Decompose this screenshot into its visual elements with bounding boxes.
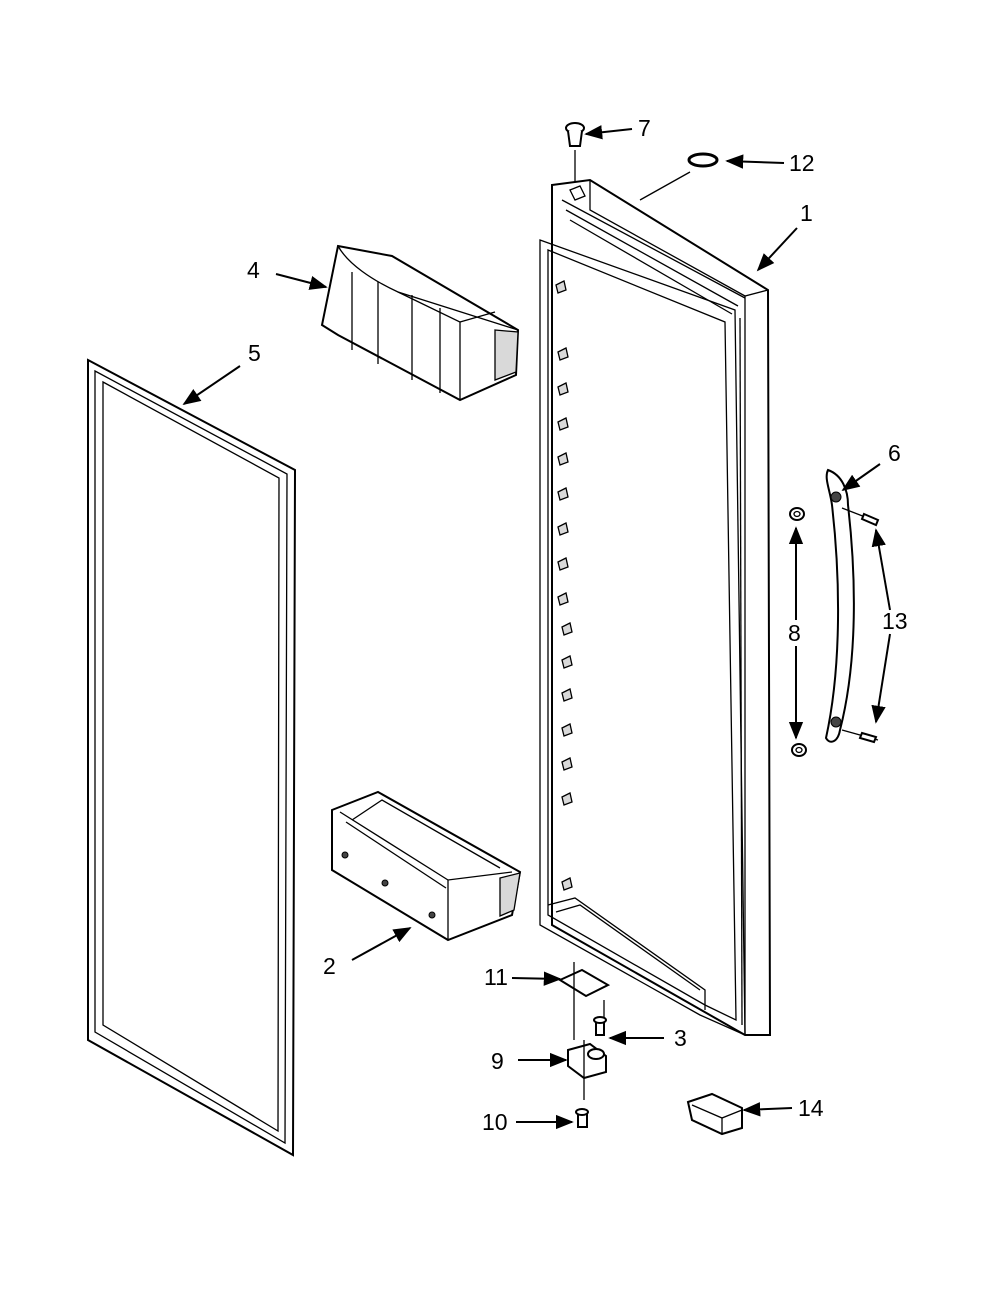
callout-3: 3 (674, 1025, 687, 1051)
refrigerator-door (539, 178, 772, 1037)
door-handle (824, 468, 855, 743)
callout-6: 6 (888, 440, 901, 466)
callout-11: 11 (484, 964, 508, 990)
handle-nuts (789, 507, 807, 757)
door-gasket (87, 358, 297, 1157)
callout-8: 8 (788, 620, 801, 646)
leader-lines (182, 125, 891, 1130)
callout-7: 7 (638, 115, 651, 141)
callout-10: 10 (482, 1109, 508, 1135)
hinge-cap (686, 1092, 743, 1136)
shelf-support-nubs (555, 280, 573, 891)
callout-13: 13 (882, 608, 908, 634)
handle-screws (841, 507, 880, 744)
callout-12: 12 (789, 150, 815, 176)
lower-door-bin (331, 790, 522, 942)
callout-5: 5 (248, 340, 261, 366)
washer-ring (687, 152, 719, 168)
callout-1: 1 (800, 200, 813, 226)
hinge-screw (593, 1000, 607, 1036)
upper-door-bin (320, 244, 520, 402)
callout-4: 4 (247, 257, 260, 283)
callout-labels: 7 12 1 4 5 6 13 8 2 11 3 9 10 14 (247, 115, 908, 1135)
hinge-bolt (575, 1108, 589, 1128)
callout-2: 2 (323, 953, 336, 979)
bottom-hinge (567, 1040, 607, 1100)
hinge-shim (557, 962, 611, 1040)
hinge-pin (565, 122, 585, 182)
callout-9: 9 (491, 1048, 504, 1074)
callout-14: 14 (798, 1095, 824, 1121)
